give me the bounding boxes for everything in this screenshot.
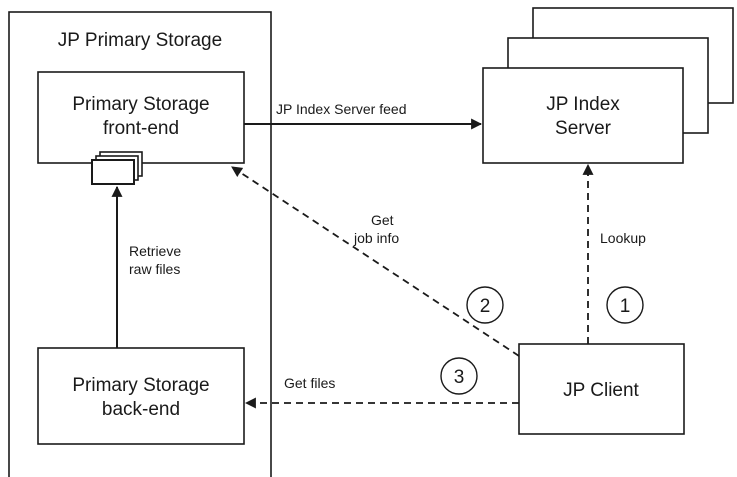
index-server-label-line1: JP Index [546, 94, 620, 115]
storage-group-box [8, 11, 272, 477]
backend-label-line2: back-end [102, 399, 180, 420]
step-2-number: 2 [480, 296, 491, 317]
index-server-box [482, 67, 684, 164]
file-stack-icon [91, 151, 143, 185]
client-box [518, 343, 685, 435]
get-job-info-arrow [231, 166, 520, 357]
feed-label: JP Index Server feed [276, 101, 406, 117]
step-1-number: 1 [620, 296, 631, 317]
storage-group-title: JP Primary Storage [58, 30, 222, 51]
backend-box [37, 347, 245, 445]
get-job-info-label-line1: Get [371, 212, 394, 228]
backend-label-line1: Primary Storage [72, 375, 209, 396]
get-job-info-label-line2: job info [353, 230, 399, 246]
lookup-label: Lookup [600, 230, 646, 246]
step-1-badge: 1 [606, 286, 644, 324]
frontend-label-line2: front-end [103, 118, 179, 139]
step-2-badge: 2 [466, 286, 504, 324]
retrieve-label-line1: Retrieve [129, 243, 181, 259]
index-server-label-line2: Server [555, 118, 612, 139]
retrieve-label-line2: raw files [129, 261, 180, 277]
get-files-label: Get files [284, 375, 335, 391]
step-3-badge: 3 [440, 357, 478, 395]
frontend-label-line1: Primary Storage [72, 94, 209, 115]
client-label: JP Client [563, 380, 639, 401]
step-3-number: 3 [454, 367, 465, 388]
